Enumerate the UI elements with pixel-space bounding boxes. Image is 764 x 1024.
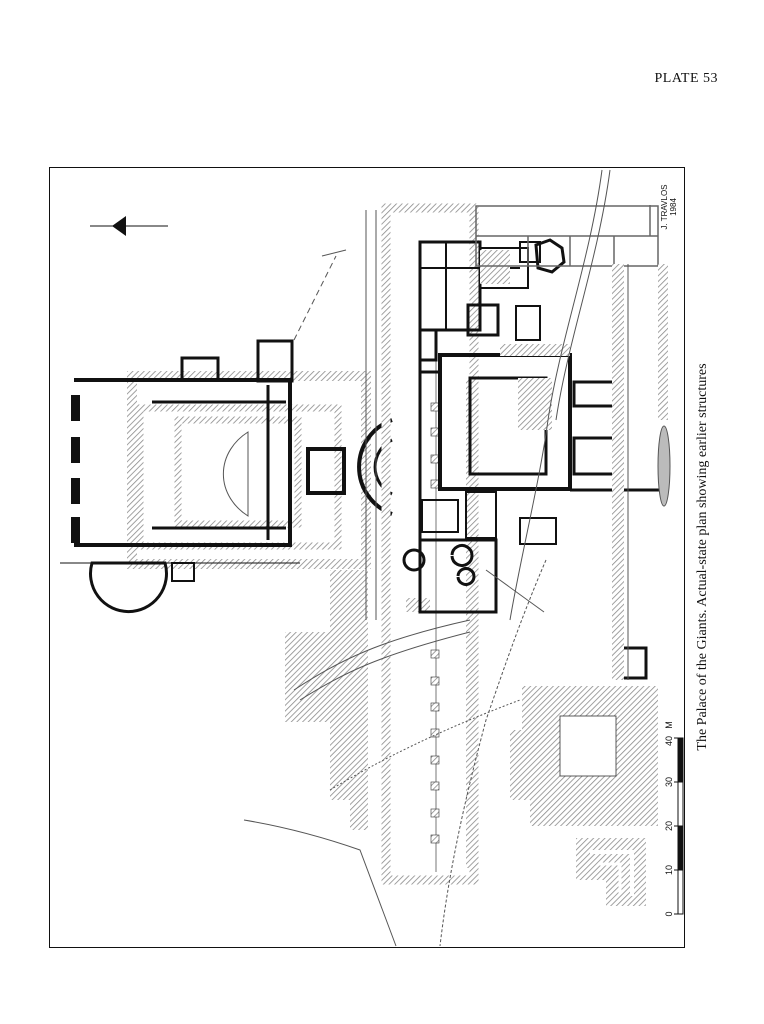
- figure-caption: The Palace of the Giants. Actual-state p…: [695, 363, 710, 751]
- scale-tick-30: 30: [664, 776, 674, 788]
- north-building: [475, 205, 659, 267]
- earlier-structures-east: [510, 686, 658, 906]
- earlier-structures-palace: [480, 250, 570, 430]
- scale-tick-40: 40: [664, 735, 674, 747]
- credit-name: J. TRAVLOS: [660, 184, 669, 230]
- scale-tick-20: 20: [664, 820, 674, 832]
- scale-bar: [674, 737, 684, 915]
- earlier-structures-west: [285, 570, 430, 830]
- plate-label: PLATE 53: [654, 71, 718, 86]
- west-complex: [60, 339, 371, 614]
- plan-frame: [49, 167, 685, 948]
- credit-year: 1984: [669, 198, 678, 216]
- scale-unit: M: [664, 721, 674, 729]
- scale-tick-0: 0: [664, 911, 674, 917]
- drawing-credit: J. TRAVLOS 1984: [660, 184, 678, 229]
- scale-tick-10: 10: [664, 864, 674, 876]
- modern-paths: [243, 169, 611, 947]
- east-street: [612, 264, 671, 680]
- north-arrow-icon: [90, 216, 168, 236]
- long-stoa: [365, 203, 479, 885]
